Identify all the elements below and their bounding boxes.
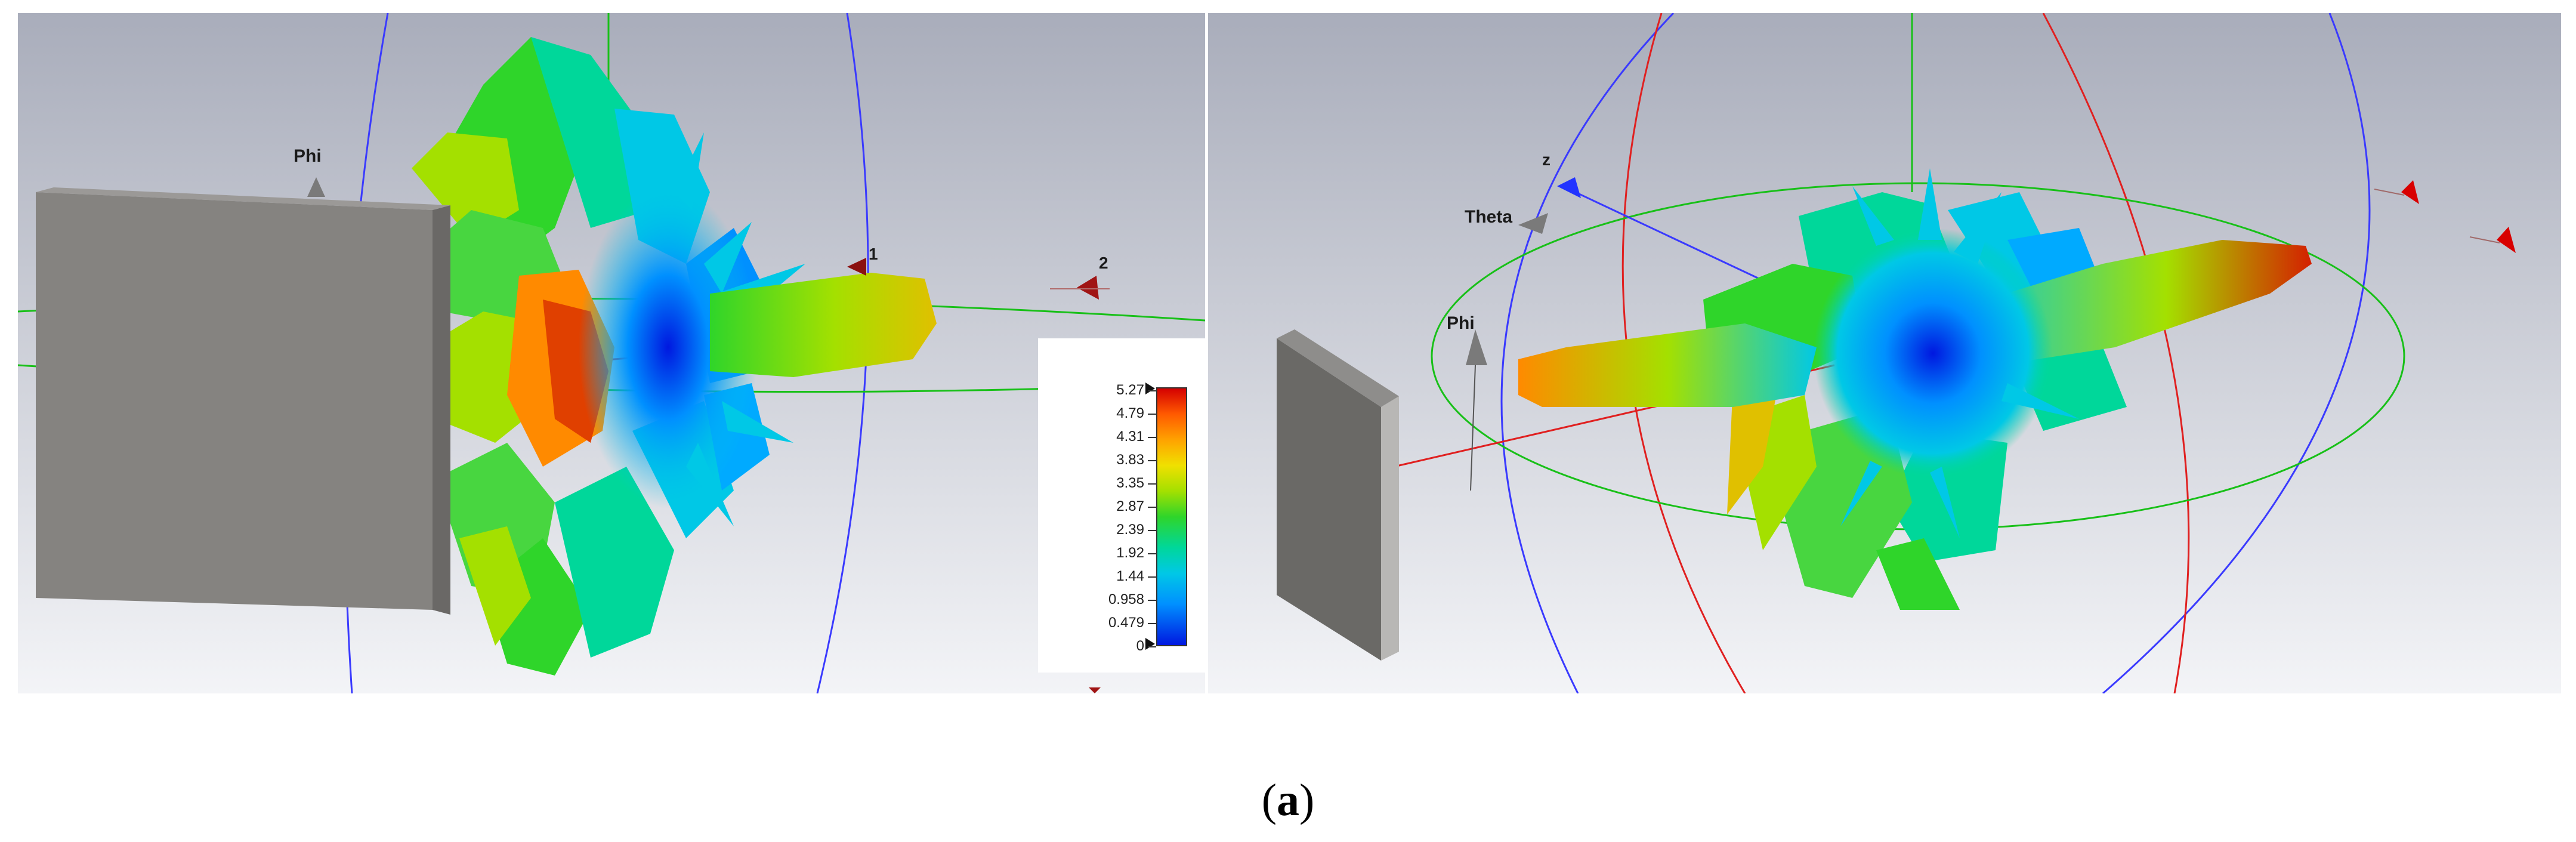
probe-1-marker <box>847 258 866 276</box>
phi-label-right: Phi <box>1447 313 1475 333</box>
grey-slab-front <box>1277 338 1381 661</box>
blue-axis-arc-left <box>1500 13 1675 693</box>
legend-tick: 4.31 <box>1116 428 1156 445</box>
legend-tick: 3.83 <box>1116 452 1156 468</box>
main-lobe <box>710 273 937 377</box>
probe-bottom-marker <box>1089 687 1101 693</box>
probe-markers <box>2374 180 2516 253</box>
phi-label-left: Phi <box>294 146 322 166</box>
caption-letter: a <box>1277 775 1299 825</box>
radiation-core <box>1814 228 2052 479</box>
grey-block-front <box>36 192 433 610</box>
caption-close: ) <box>1299 775 1315 825</box>
theta-arrow <box>1518 213 1548 234</box>
phi-arrow <box>307 177 325 197</box>
caption-open: ( <box>1261 775 1277 825</box>
legend-max-marker <box>1145 383 1155 394</box>
red-axis-arc-right <box>2042 13 2190 693</box>
left-scene <box>18 13 1205 693</box>
z-label: z <box>1542 150 1550 169</box>
right-3d-view[interactable]: z Theta Phi <box>1208 13 2561 693</box>
legend-tick: 2.39 <box>1116 522 1156 538</box>
legend-tick: 0 <box>1136 638 1157 654</box>
z-arrow <box>1557 177 1581 198</box>
grey-block-top <box>36 187 450 210</box>
legend-tick: 1.44 <box>1116 568 1156 584</box>
figure-caption: (a) <box>0 775 2576 826</box>
grey-block-side <box>433 205 450 615</box>
radiation-spikes <box>1840 168 2079 538</box>
theta-label: Theta <box>1465 207 1513 227</box>
probe-2-marker <box>1077 276 1099 300</box>
legend-tick: 0.958 <box>1108 591 1157 607</box>
legend-min-marker <box>1145 638 1155 650</box>
phi-arrow <box>1466 329 1487 365</box>
left-3d-view[interactable]: Phi 1 2 5.27 4.79 4.31 3.83 3.35 2.87 2.… <box>18 13 1205 693</box>
legend-tick: 1.92 <box>1116 545 1156 561</box>
right-scene <box>1208 13 2561 693</box>
legend-tick: 2.87 <box>1116 498 1156 514</box>
legend-tick: 0.479 <box>1108 615 1157 631</box>
grey-slab-side <box>1381 396 1399 661</box>
blue-axis-arc-right <box>2102 13 2371 693</box>
legend-colorbar <box>1156 387 1187 646</box>
legend-tick: 3.35 <box>1116 475 1156 491</box>
probe-2-label: 2 <box>1099 254 1108 272</box>
legend-tick-labels: 5.27 4.79 4.31 3.83 3.35 2.87 2.39 1.92 … <box>1038 381 1157 654</box>
legend-tick: 5.27 <box>1116 382 1156 398</box>
grey-slab-top <box>1277 329 1399 407</box>
color-legend: 5.27 4.79 4.31 3.83 3.35 2.87 2.39 1.92 … <box>1038 338 1205 673</box>
phi-arrow-stem <box>1470 365 1476 491</box>
probe-1-label: 1 <box>869 245 878 263</box>
legend-tick: 4.79 <box>1116 405 1156 421</box>
side-lobe-left <box>1518 323 1817 407</box>
